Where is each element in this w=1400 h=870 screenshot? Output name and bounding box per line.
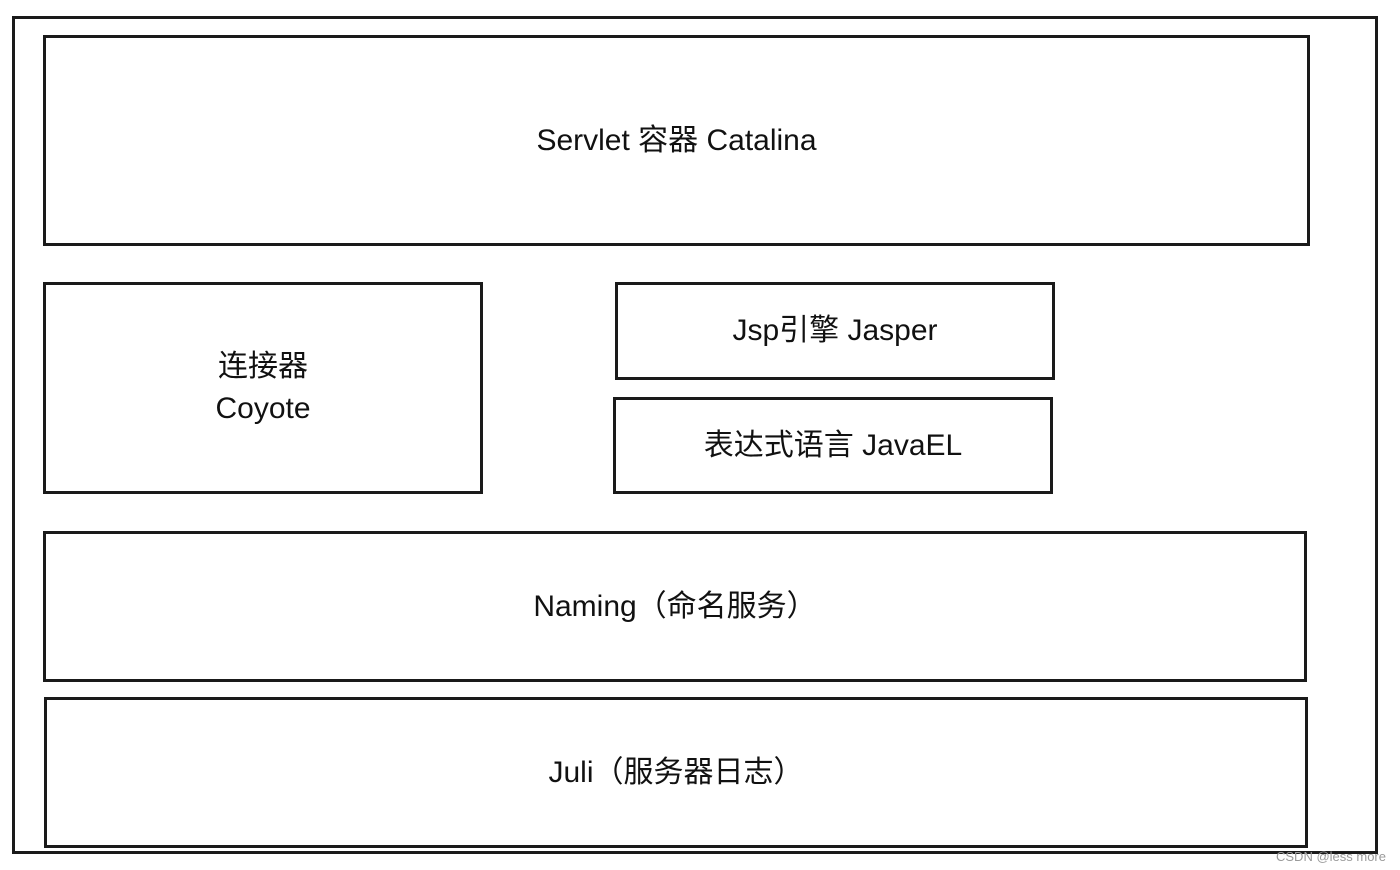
javael-label: 表达式语言 JavaEL bbox=[703, 428, 963, 462]
javael-expression-language-box: 表达式语言 JavaEL bbox=[613, 397, 1053, 494]
juli-label: Juli（服务器日志） bbox=[548, 755, 804, 789]
coyote-label-line2: Coyote bbox=[215, 392, 311, 425]
naming-service-box: Naming（命名服务） bbox=[43, 531, 1307, 682]
csdn-watermark: CSDN @less more bbox=[1276, 849, 1386, 864]
catalina-servlet-container-box: Servlet 容器 Catalina bbox=[43, 35, 1310, 246]
coyote-label-line1: 连接器 bbox=[218, 350, 308, 383]
catalina-label: Servlet 容器 Catalina bbox=[536, 123, 817, 157]
coyote-connector-box: 连接器 Coyote bbox=[43, 282, 483, 494]
naming-label: Naming（命名服务） bbox=[533, 589, 817, 623]
juli-server-log-box: Juli（服务器日志） bbox=[44, 697, 1308, 848]
diagram-outer-frame bbox=[12, 16, 1378, 854]
jasper-jsp-engine-box: Jsp引擎 Jasper bbox=[615, 282, 1055, 380]
jasper-label: Jsp引擎 Jasper bbox=[732, 314, 938, 347]
